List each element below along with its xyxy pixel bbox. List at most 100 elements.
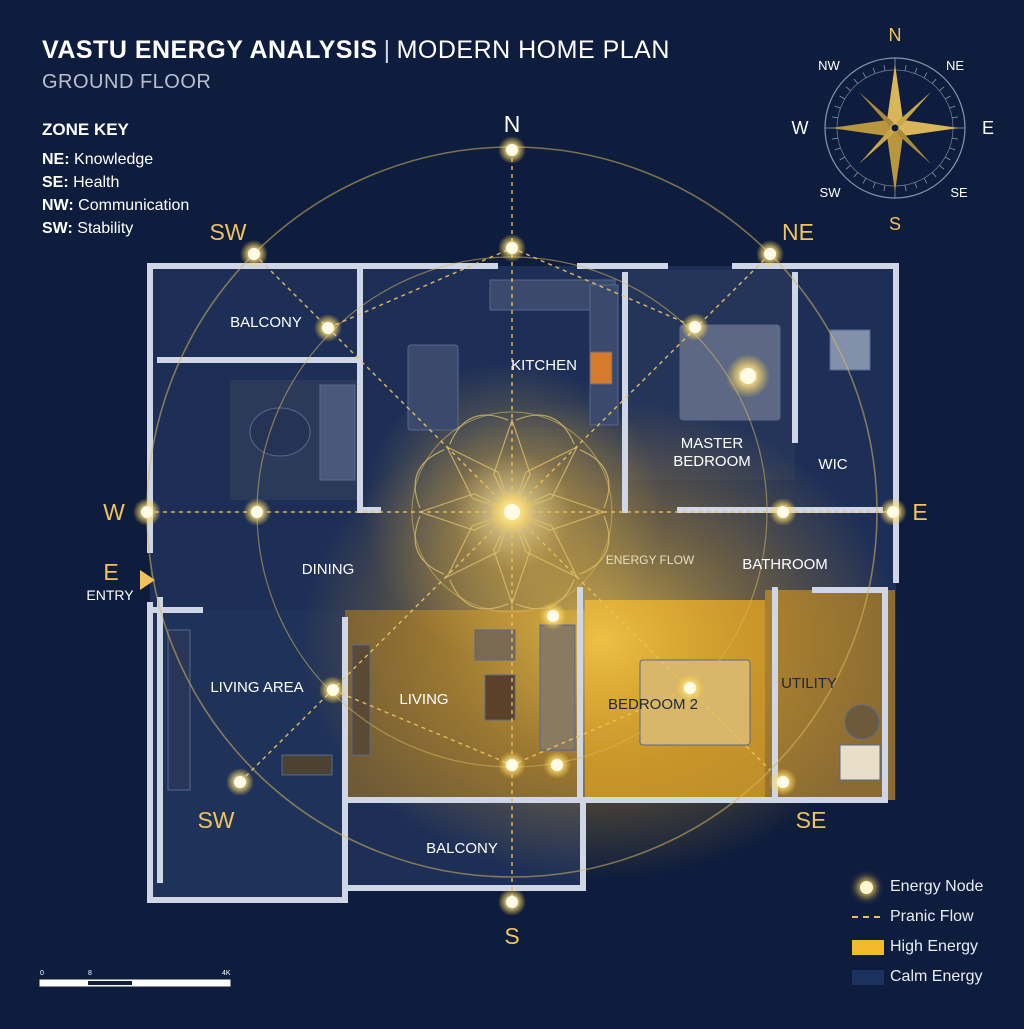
plan-label-top-left: SW [209, 219, 246, 245]
compass-se: SE [950, 185, 968, 200]
scale-bar: 0 8 4K [39, 970, 231, 987]
energy-node-icon [860, 880, 873, 894]
tv-unit [167, 629, 191, 791]
legend-item-flow: Pranic Flow [852, 902, 983, 932]
compass-star-icon [831, 64, 959, 192]
plan-label-bottom-right: SE [796, 807, 827, 833]
scale-label-end: 4K [222, 970, 231, 977]
lotus-outer-petal [515, 414, 575, 445]
living-console [351, 644, 371, 756]
energy-nodes [133, 136, 907, 916]
zone-key-row: SW: Stability [42, 217, 189, 240]
plan-label-bottom-left: SW [197, 807, 234, 833]
plan-label-south: S [504, 923, 519, 949]
compass-tick [839, 156, 845, 161]
entry-arrow-icon [140, 570, 155, 590]
compass-tick [872, 182, 876, 189]
room-balcony-bottom: BALCONY [426, 840, 498, 857]
entry-letter: E [103, 559, 118, 585]
energy-node [547, 610, 559, 622]
title-separator: | [383, 36, 391, 64]
plan-label-top-right: NE [782, 219, 814, 245]
zone-meaning: Knowledge [74, 151, 154, 168]
zone-key-row: SE: Health [42, 171, 189, 194]
energy-node [506, 144, 518, 156]
compass-tick [904, 64, 907, 71]
energy-node [322, 322, 334, 334]
legend-item-high: High Energy [852, 932, 983, 962]
compass-tick [931, 172, 937, 178]
energy-node [141, 506, 153, 518]
energy-node [887, 506, 899, 518]
energy-node [764, 248, 776, 260]
zone-meaning: Stability [77, 220, 134, 237]
compass-tick [853, 172, 859, 178]
zone-key: ZONE KEY NE: Knowledge SE: Health NW: Co… [42, 120, 189, 240]
compass-tick [834, 147, 841, 151]
page-subtitle: GROUND FLOOR [42, 71, 212, 93]
compass-tick [831, 116, 838, 119]
room-bathroom: BATHROOM [742, 556, 828, 573]
energy-node [551, 759, 563, 771]
wall-balcony-kitchen [357, 263, 381, 513]
room-master-line2: BEDROOM [673, 453, 751, 470]
compass-tick [862, 178, 867, 184]
title-block: VASTU ENERGY ANALYSIS|MODERN HOME PLAN G… [42, 36, 670, 94]
compass-s: S [889, 214, 901, 234]
scale-label-mid: 8 [88, 970, 92, 977]
utility-sink [839, 744, 881, 781]
living-sofa [539, 624, 576, 751]
compass-tick [952, 116, 959, 119]
compass-tick [845, 164, 851, 170]
zone-key-row: NW: Communication [42, 194, 189, 217]
energy-node [248, 248, 260, 260]
compass-tick [883, 185, 886, 192]
compass-tick [952, 137, 959, 140]
room-living: LIVING [399, 691, 448, 708]
compass-tick [914, 182, 918, 189]
toilet [829, 329, 871, 371]
energy-node [777, 506, 789, 518]
desk [281, 754, 333, 776]
energy-node [684, 682, 696, 694]
energy-flow-label: ENERGY FLOW [606, 553, 695, 567]
lotus-outer-petal [449, 414, 509, 445]
room-utility: UTILITY [781, 675, 837, 692]
washer [844, 704, 880, 740]
energy-node [777, 776, 789, 788]
room-living-area: LIVING AREA [210, 679, 303, 696]
zone-code: NW: [42, 197, 74, 214]
room-bedroom2: BEDROOM 2 [608, 696, 698, 713]
compass-tick [872, 67, 876, 74]
plan-direction-labels: N S W E SW NE SW SE E [103, 111, 928, 949]
title-light: MODERN HOME PLAN [396, 36, 670, 64]
plan-label-west: W [103, 499, 125, 525]
lotus-outer-petal [579, 515, 610, 575]
lotus-outer-petal [449, 579, 509, 610]
compass-tick [862, 72, 867, 78]
high-energy-swatch [852, 939, 884, 955]
room-wic: WIC [818, 456, 847, 473]
energy-node [689, 321, 701, 333]
energy-node [234, 776, 246, 788]
compass-tick [831, 137, 838, 140]
legend-label-flow: Pranic Flow [890, 908, 974, 925]
compass-e: E [982, 118, 994, 138]
compass-tick [931, 78, 937, 84]
legend-label-node: Energy Node [890, 878, 984, 895]
compass-sw: SW [820, 185, 842, 200]
compass-tick [949, 147, 956, 151]
compass-tick [845, 86, 851, 92]
compass-rose: N NE E SE S SW W NW [792, 25, 995, 234]
compass-nw: NW [818, 58, 840, 73]
compass-tick [834, 105, 841, 109]
plan-label-north: N [504, 111, 521, 137]
compass-tick [883, 64, 886, 71]
living-table [484, 674, 516, 721]
scale-label-start: 0 [40, 970, 44, 977]
zone-meaning: Health [73, 174, 120, 191]
compass-tick [853, 78, 859, 84]
wall-top-right [732, 263, 899, 583]
compass-tick [939, 164, 945, 170]
